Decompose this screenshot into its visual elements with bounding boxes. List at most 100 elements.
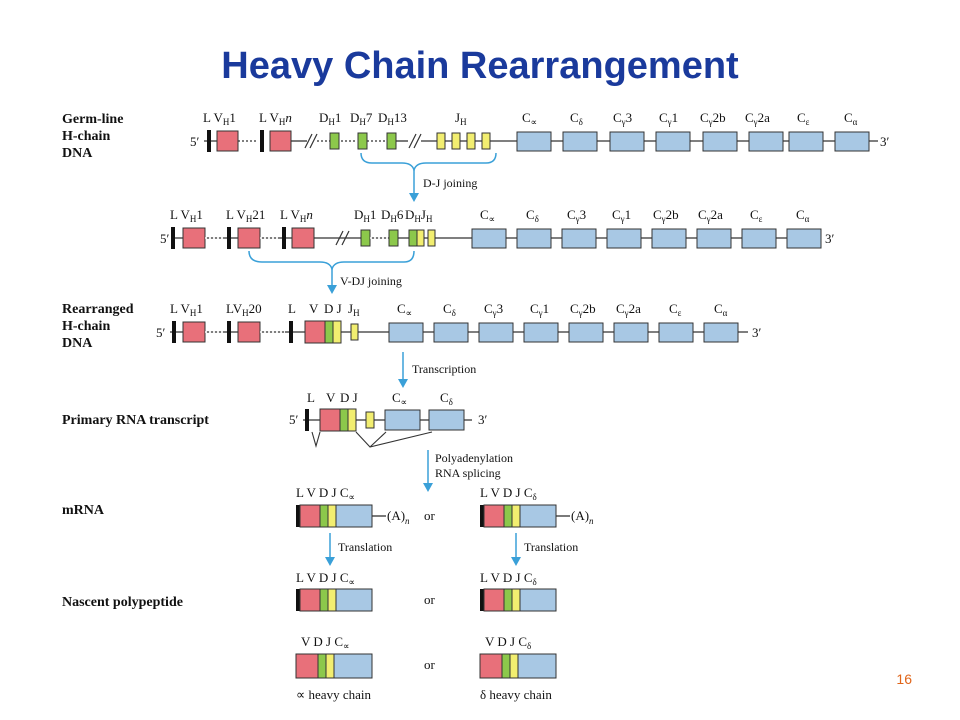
- svg-text:DH6: DH6: [381, 207, 404, 224]
- svg-text:Cγ2a: Cγ2a: [698, 207, 723, 224]
- svg-text:D J: D J: [324, 301, 342, 316]
- svg-text:Cδ: Cδ: [440, 390, 453, 407]
- svg-text:Cγ1: Cγ1: [659, 110, 678, 127]
- row-nascent: L V D J C∝ or L V D J Cδ: [296, 570, 557, 612]
- delta-heavy-chain: V D J Cδ δ heavy chain: [479, 634, 557, 702]
- primary-gene-labels: L V D J C∝ Cδ: [307, 390, 453, 407]
- svg-text:Cδ: Cδ: [526, 207, 539, 224]
- svg-text:Cγ3: Cγ3: [613, 110, 632, 127]
- five-prime: 5′: [190, 134, 200, 149]
- break-mark: [408, 133, 422, 149]
- polyadenylation-label: Polyadenylation: [435, 451, 513, 465]
- svg-text:V: V: [309, 301, 319, 316]
- v-segment: [319, 408, 341, 432]
- svg-text:Cε: Cε: [750, 207, 763, 224]
- c-segment: [523, 322, 559, 343]
- rearranged-gene-labels: L VH1 LVH20 L V D J JH C∝ Cδ Cγ3 Cγ1 Cγ2…: [170, 301, 728, 318]
- j-segment: [365, 411, 375, 429]
- v-segment: [483, 504, 505, 528]
- alpha-heavy-chain-label: ∝ heavy chain: [296, 687, 371, 702]
- svg-text:Cγ2a: Cγ2a: [745, 110, 770, 127]
- c-segment: [384, 409, 421, 431]
- leader-segment: [282, 227, 286, 249]
- j-segment: [436, 132, 446, 150]
- vdj-joining-label: V-DJ joining: [340, 274, 402, 288]
- svg-text:L V D J Cδ: L V D J Cδ: [480, 485, 537, 502]
- label-germline-1: Germ-line: [62, 112, 123, 127]
- d-segment: [503, 588, 513, 612]
- v-segment: [299, 588, 321, 612]
- label-rearranged-2: H-chain: [62, 319, 110, 334]
- polya-tail: (A): [571, 508, 589, 523]
- svg-text:L VH21: L VH21: [226, 207, 265, 224]
- svg-text:Cα: Cα: [796, 207, 810, 224]
- leader-segment: [172, 321, 176, 343]
- v-segment: [299, 504, 321, 528]
- svg-text:Cγ2b: Cγ2b: [653, 207, 679, 224]
- d-segment: [501, 653, 511, 679]
- leader-segment: [260, 130, 264, 152]
- svg-text:Cδ: Cδ: [443, 301, 456, 318]
- svg-text:V: V: [326, 390, 336, 405]
- c-segment: [651, 228, 687, 249]
- leader-segment: [171, 227, 175, 249]
- germline-gene-labels: L VH1 L VHn DH1 DH7 DH13 JH C∝ Cδ Cγ3 Cγ…: [203, 110, 858, 127]
- j-segment: [332, 320, 342, 344]
- alpha-heavy-chain: V D J C∝ ∝ heavy chain: [295, 634, 373, 702]
- c-genes: [516, 131, 870, 152]
- svg-text:C∝: C∝: [397, 301, 412, 318]
- c-segment: [613, 322, 649, 343]
- translation-step: Translation Translation: [325, 533, 578, 566]
- svg-text:Cε: Cε: [797, 110, 810, 127]
- five-prime: 5′: [289, 412, 299, 427]
- splice-mark: [355, 431, 433, 448]
- three-prime: 3′: [478, 412, 488, 427]
- c-segment: [561, 228, 597, 249]
- mrna-alpha: (A)n L V D J C∝: [296, 485, 410, 528]
- j-segment: [451, 132, 461, 150]
- label-primary: Primary RNA transcript: [62, 413, 209, 428]
- j-segment: [327, 504, 337, 528]
- svg-text:Cγ2b: Cγ2b: [570, 301, 596, 318]
- svg-text:Cα: Cα: [844, 110, 858, 127]
- c-segment: [516, 131, 552, 152]
- joining-bracket: [248, 250, 415, 272]
- leader-segment: [480, 589, 484, 611]
- c-segment: [788, 131, 824, 152]
- j-segment: [511, 588, 521, 612]
- c-segment: [568, 322, 604, 343]
- svg-text:DH1: DH1: [319, 110, 341, 127]
- polya-subscript: n: [589, 516, 594, 526]
- c-segment: [609, 131, 645, 152]
- j-segment: [427, 229, 436, 247]
- svg-text:C∝: C∝: [522, 110, 537, 127]
- svg-text:Cα: Cα: [714, 301, 728, 318]
- d-segment: [339, 408, 349, 432]
- svg-text:DH1: DH1: [354, 207, 376, 224]
- svg-text:Cγ2b: Cγ2b: [700, 110, 726, 127]
- svg-text:C∝: C∝: [392, 390, 407, 407]
- d-segment: [360, 229, 371, 247]
- c-segment: [703, 322, 739, 343]
- svg-text:Cδ: Cδ: [570, 110, 583, 127]
- nascent-alpha: L V D J C∝: [296, 570, 373, 612]
- leader-segment: [227, 321, 231, 343]
- page-number: 16: [896, 671, 912, 687]
- j-segment: [509, 653, 519, 679]
- leader-segment: [296, 505, 300, 527]
- row-labels: Germ-line H-chain DNA Rearranged H-chain…: [62, 112, 209, 610]
- polya-tail: (A): [387, 508, 405, 523]
- row-mrna: (A)n L V D J C∝ or (A)n L V D J Cδ: [296, 485, 594, 528]
- c-segment: [428, 409, 465, 431]
- c-genes: [471, 228, 822, 249]
- svg-text:JH: JH: [455, 110, 467, 127]
- splicing-step: Polyadenylation RNA splicing: [423, 450, 513, 492]
- svg-text:(A)n: (A)n: [387, 508, 410, 526]
- c-segment: [655, 131, 691, 152]
- svg-text:LVH20: LVH20: [226, 301, 262, 318]
- c-segment: [606, 228, 642, 249]
- label-rearranged-3: DNA: [62, 336, 93, 351]
- c-segment: [519, 588, 557, 612]
- svg-text:L: L: [288, 301, 296, 316]
- svg-text:L VHn: L VHn: [259, 110, 292, 127]
